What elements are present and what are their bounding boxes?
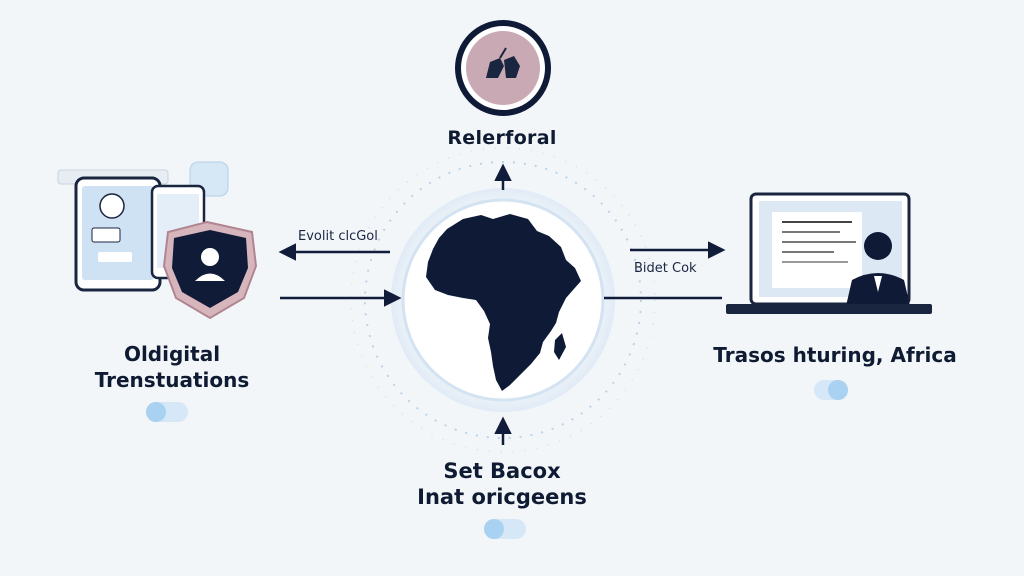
center-hub <box>350 147 656 453</box>
left-arrow-label: Evolit clcGol <box>298 229 378 244</box>
right-toggle[interactable] <box>814 380 848 400</box>
top-node-label: Relerforal <box>447 127 557 149</box>
bottom-node-label-line1: Set Bacox <box>443 459 561 483</box>
bottom-node-label-line2: Inat oricgeens <box>417 485 587 509</box>
toggle-knob <box>828 380 848 400</box>
devices-shield-icon <box>57 161 258 320</box>
laptop-person-icon <box>726 192 932 314</box>
left-node-label-line1: Oldigital <box>123 342 221 366</box>
left-node-label: Oldigital Trenstuations <box>52 341 292 393</box>
connectors <box>278 163 726 445</box>
right-node-label: Trasos hturing, Africa <box>713 343 957 367</box>
hub-dotted-ring <box>364 161 642 439</box>
bottom-node-label: Set Bacox Inat oricgeens <box>392 458 612 510</box>
right-arrow-label: Bidet Cok <box>634 261 697 276</box>
africa-map-icon <box>426 214 581 391</box>
left-toggle[interactable] <box>146 402 188 422</box>
toggle-knob <box>484 519 504 539</box>
bottom-toggle[interactable] <box>484 519 526 539</box>
left-node-label-line2: Trenstuations <box>94 368 250 392</box>
hands-icon <box>455 20 551 116</box>
toggle-knob <box>146 402 166 422</box>
